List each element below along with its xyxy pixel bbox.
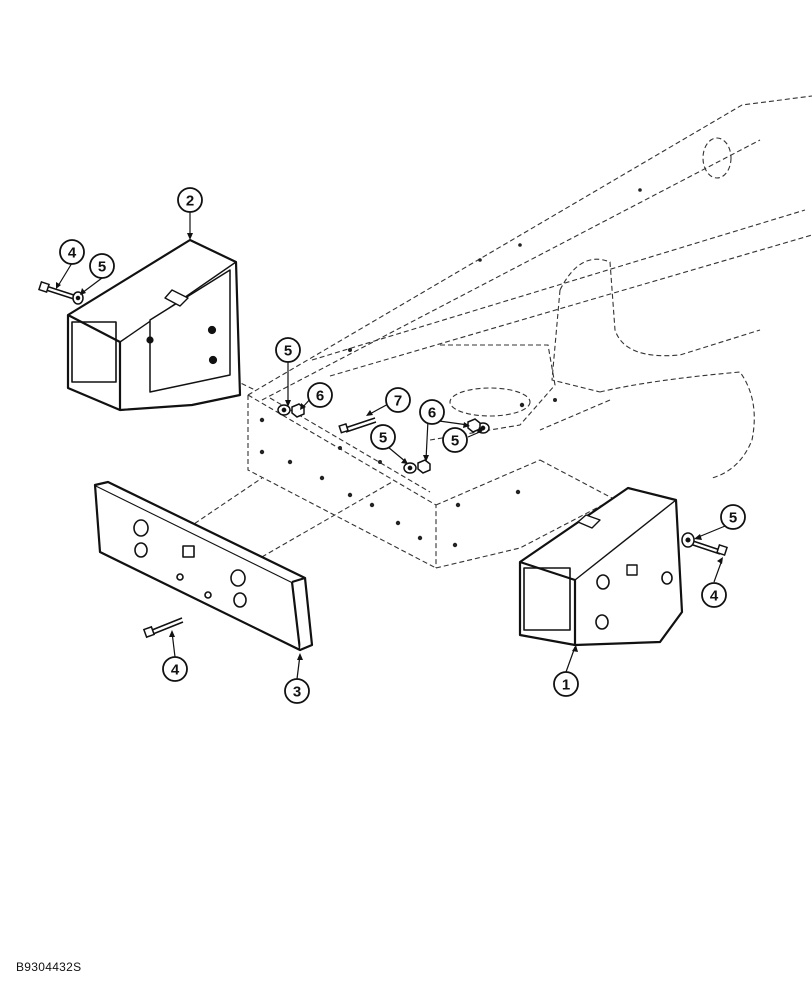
callout-4-lower-left: 4 [162,656,188,682]
callout-5-frame-middle: 5 [370,424,396,450]
callout-2: 2 [177,187,203,213]
figure-id: B9304432S [16,960,82,974]
tractor-frame [147,95,812,569]
callout-4-label: 4 [710,588,719,605]
callout-3: 3 [284,678,310,704]
callout-5-upper-left: 5 [89,253,115,279]
callout-2-label: 2 [186,193,194,210]
callout-4-upper-left: 4 [59,239,85,265]
callout-5-label: 5 [729,510,737,527]
hardware [38,281,728,639]
right-side-weight [518,486,684,647]
callout-1: 1 [553,671,579,697]
callout-6-left: 6 [307,382,333,408]
callout-3-label: 3 [293,684,301,701]
callout-5-right: 5 [720,504,746,530]
frame-holes [259,188,642,548]
front-weight-plate [93,480,314,652]
callout-6-label: 6 [428,405,436,422]
callout-5-frame-top: 5 [275,337,301,363]
callout-7: 7 [385,387,411,413]
callout-5-label: 5 [284,343,292,360]
callout-4-label: 4 [171,662,180,679]
callout-1-label: 1 [562,677,570,694]
callout-4-label: 4 [68,245,77,262]
callout-5-label: 5 [451,433,459,450]
callout-4-right: 4 [701,582,727,608]
callout-5-label: 5 [379,430,387,447]
callout-5-label: 5 [98,259,106,276]
callout-6-label: 6 [316,388,324,405]
callout-7-label: 7 [394,393,402,410]
callout-5-frame-right: 5 [442,427,468,453]
left-side-weight [66,238,242,412]
callout-6-right: 6 [419,399,445,425]
arrowheads [56,233,723,660]
